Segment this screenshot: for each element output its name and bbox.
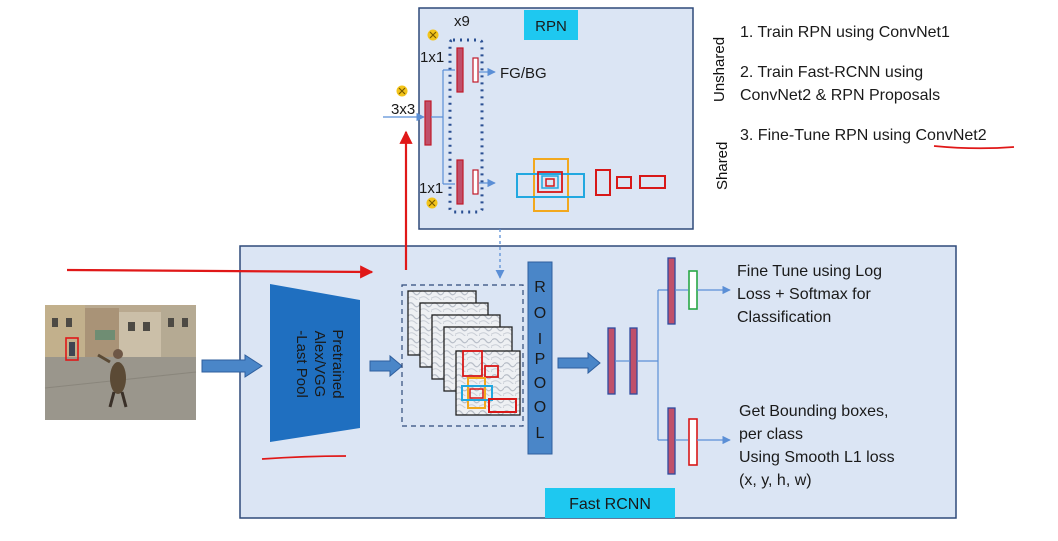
rpn-conv3x3-layer <box>424 100 432 146</box>
bbox-label-line4: (x, y, h, w) <box>739 472 812 489</box>
step-2-line1: 2. Train Fast-RCNN using <box>740 64 923 81</box>
feature-maps-stack <box>407 290 521 416</box>
bbox-label-line2: per class <box>739 426 803 443</box>
rpn-1x1-top-label: 1x1 <box>420 49 444 66</box>
bbox-label-line1: Get Bounding boxes, <box>739 403 888 420</box>
cls-label-line2: Loss + Softmax for <box>737 286 872 303</box>
backbone-network <box>270 284 360 442</box>
roi-pool-letter: L <box>536 425 545 442</box>
backbone-label-line2: Alex/VGG <box>311 331 328 398</box>
arrow-image-to-backbone <box>201 354 263 378</box>
roi-pool-letters: R O I P O O L <box>534 279 546 442</box>
multiply-icon <box>426 197 438 209</box>
rpn-reg-conv-layer <box>456 159 464 205</box>
anchor-square <box>616 176 632 189</box>
roi-pool-letter: O <box>534 305 546 322</box>
fast-rcnn-title: Fast RCNN <box>569 496 651 513</box>
fast-rcnn-title-box <box>545 488 675 518</box>
step-2-line2: ConvNet2 & RPN Proposals <box>740 87 940 104</box>
rpn-1x1-bottom-label: 1x1 <box>419 180 443 197</box>
anchor-tall <box>595 169 611 196</box>
rpn-reg-output <box>472 169 479 195</box>
step-3: 3. Fine-Tune RPN using ConvNet2 <box>740 127 987 144</box>
cls-fc-layer <box>667 257 676 325</box>
rpn-3x3-label: 3x3 <box>391 101 415 118</box>
shared-label: Shared <box>714 142 731 190</box>
multiply-icon <box>396 85 408 97</box>
cls-softmax-output <box>688 270 698 310</box>
roi-pool-letter: P <box>535 351 546 368</box>
bbox-label-line3: Using Smooth L1 loss <box>739 449 895 466</box>
cls-label-line1: Fine Tune using Log <box>737 263 882 280</box>
cls-label-line3: Classification <box>737 309 831 326</box>
input-image <box>44 305 197 420</box>
roi-pool-letter: I <box>538 331 542 348</box>
roi-pool-layer <box>527 261 553 455</box>
arrow-roi-to-fc <box>557 351 601 375</box>
bbox-fc-layer <box>667 407 676 475</box>
feature-proposal-boxes <box>461 350 517 413</box>
rpn-cls-conv-layer <box>456 47 464 93</box>
unshared-label: Unshared <box>711 37 728 102</box>
annotation-underline-convnet2 <box>933 145 1015 150</box>
fc-layer-1 <box>607 327 616 395</box>
rpn-x9-label: x9 <box>454 13 470 30</box>
backbone-label-line3: -Last Pool <box>293 330 310 398</box>
rpn-dotted-group <box>448 38 484 214</box>
multiply-icon <box>427 29 439 41</box>
fc-layer-2 <box>629 327 638 395</box>
arrow-backbone-to-features <box>369 354 403 378</box>
rpn-fg-bg-label: FG/BG <box>500 65 547 82</box>
roi-pool-letter: O <box>534 375 546 392</box>
rpn-title: RPN <box>535 18 567 35</box>
annotation-arrow-horizontal <box>66 265 374 279</box>
roi-pool-letter: R <box>534 279 546 296</box>
step-1: 1. Train RPN using ConvNet1 <box>740 24 950 41</box>
annotation-underline-backbone <box>261 455 347 460</box>
rpn-title-box <box>524 10 578 40</box>
input-person-box <box>65 337 79 361</box>
anchor-boxes <box>516 158 585 212</box>
roi-pool-letter: O <box>534 399 546 416</box>
backbone-label-line1: Pretrained <box>329 329 346 398</box>
rpn-cls-output <box>472 57 479 83</box>
feature-maps-group <box>401 284 524 427</box>
bbox-reg-output <box>688 418 698 466</box>
anchor-wide <box>639 175 666 189</box>
